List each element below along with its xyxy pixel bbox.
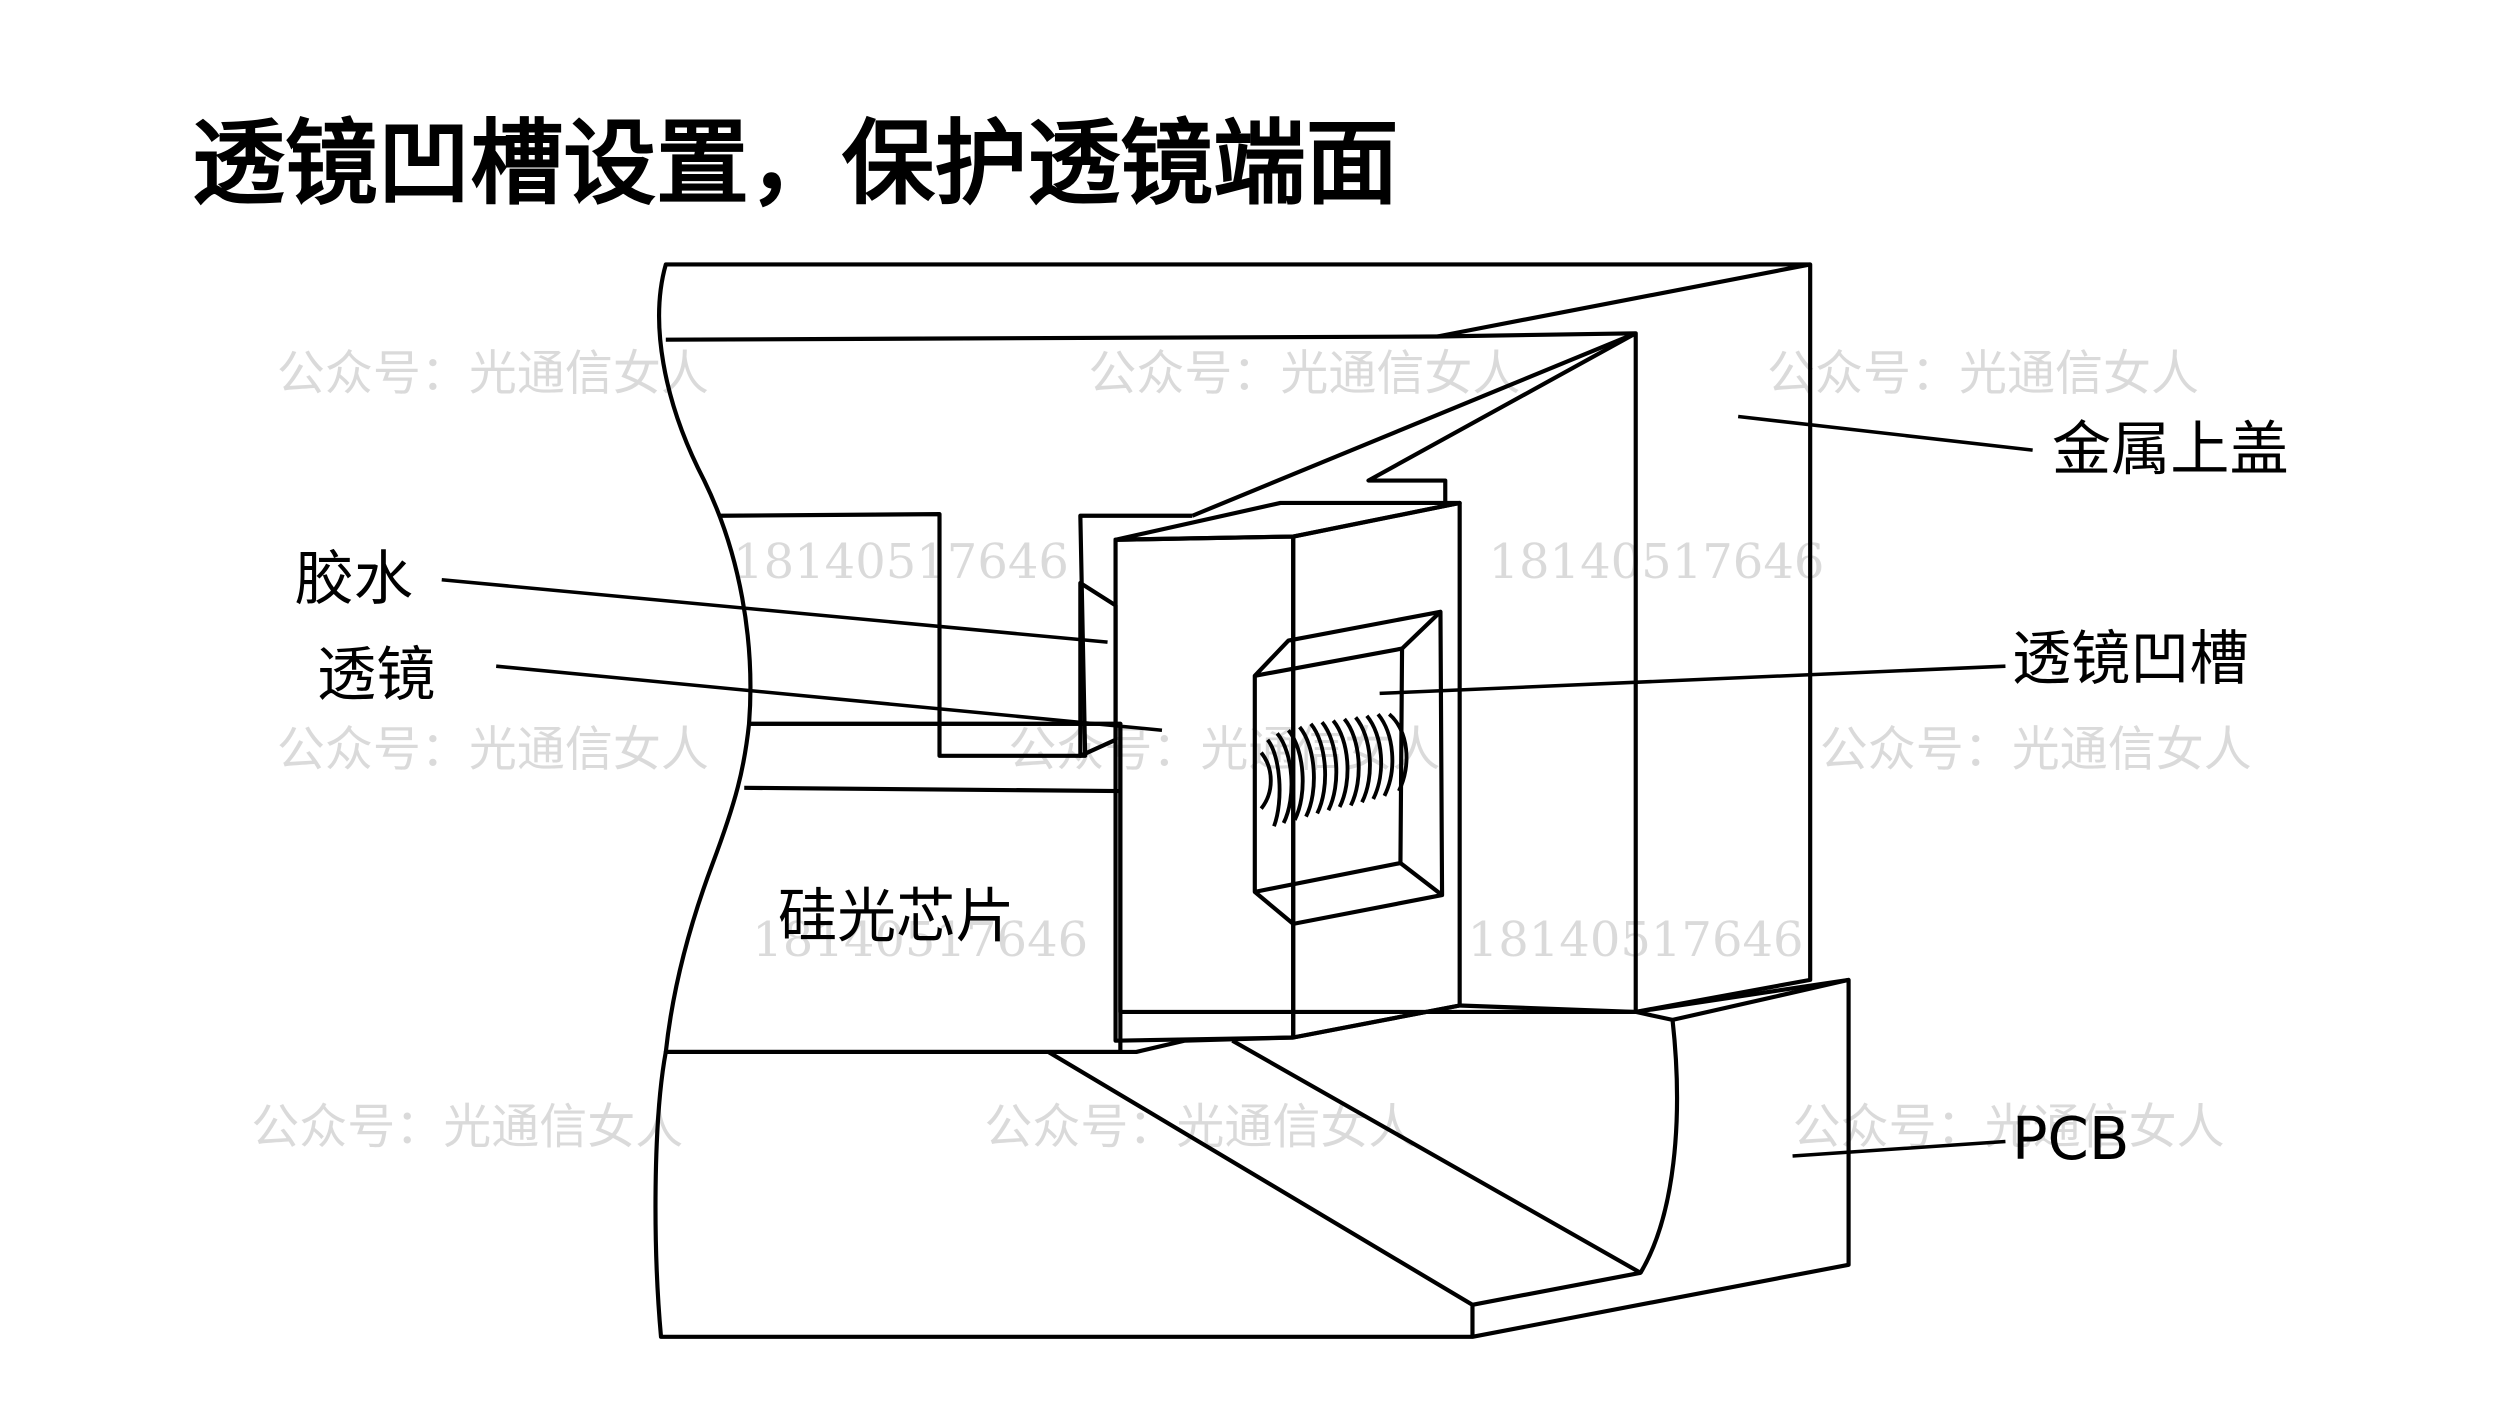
- watermark: 公众号：光通信女人: [251, 1099, 683, 1155]
- fiber-array: [1259, 712, 1409, 827]
- watermark: 18140517646: [733, 534, 1069, 590]
- watermark: 18140517646: [752, 912, 1088, 968]
- watermark: 公众号：光通信女人: [1767, 345, 2199, 401]
- lens: [1113, 500, 1462, 1043]
- watermark: 公众号：光通信女人: [1008, 721, 1440, 777]
- watermark: 公众号：光通信女人: [1820, 721, 2252, 777]
- watermark: 18140517646: [1468, 912, 1804, 968]
- label-lens-groove: 透镜凹槽: [2012, 624, 2249, 693]
- metal-cover: [657, 262, 1813, 1014]
- lens-groove: [1252, 609, 1445, 926]
- leader-line: [441, 578, 1108, 644]
- pcb: [653, 977, 1851, 1339]
- leader-line: [1379, 664, 2006, 696]
- watermark: 公众号：光通信女人: [984, 1099, 1416, 1155]
- callouts: 金属上盖 胶水 透镜 透镜凹槽 硅光芯片 PCB: [294, 414, 2288, 1173]
- leader-line: [1737, 414, 2033, 452]
- watermark: 公众号：光通信女人: [1793, 1099, 2225, 1155]
- silicon-chip: [663, 721, 1123, 1054]
- page-title: 透镜凹槽设置，保护透镜端面: [192, 110, 1399, 218]
- label-pcb: PCB: [2012, 1104, 2130, 1173]
- watermark: 公众号：光通信女人: [277, 345, 709, 401]
- watermarks: 公众号：光通信女人 公众号：光通信女人 公众号：光通信女人 公众号：光通信女人 …: [251, 345, 2252, 1155]
- label-glue: 胶水: [294, 544, 412, 613]
- watermark: 公众号：光通信女人: [277, 721, 709, 777]
- leader-line: [1792, 1139, 2006, 1158]
- label-lens: 透镜: [317, 640, 435, 709]
- leader-line: [495, 664, 1163, 732]
- watermark: 18140517646: [1488, 534, 1824, 590]
- label-metal-cover: 金属上盖: [2052, 414, 2289, 483]
- label-silicon-chip: 硅光芯片: [778, 882, 1015, 951]
- watermark: 公众号：光通信女人: [1088, 345, 1520, 401]
